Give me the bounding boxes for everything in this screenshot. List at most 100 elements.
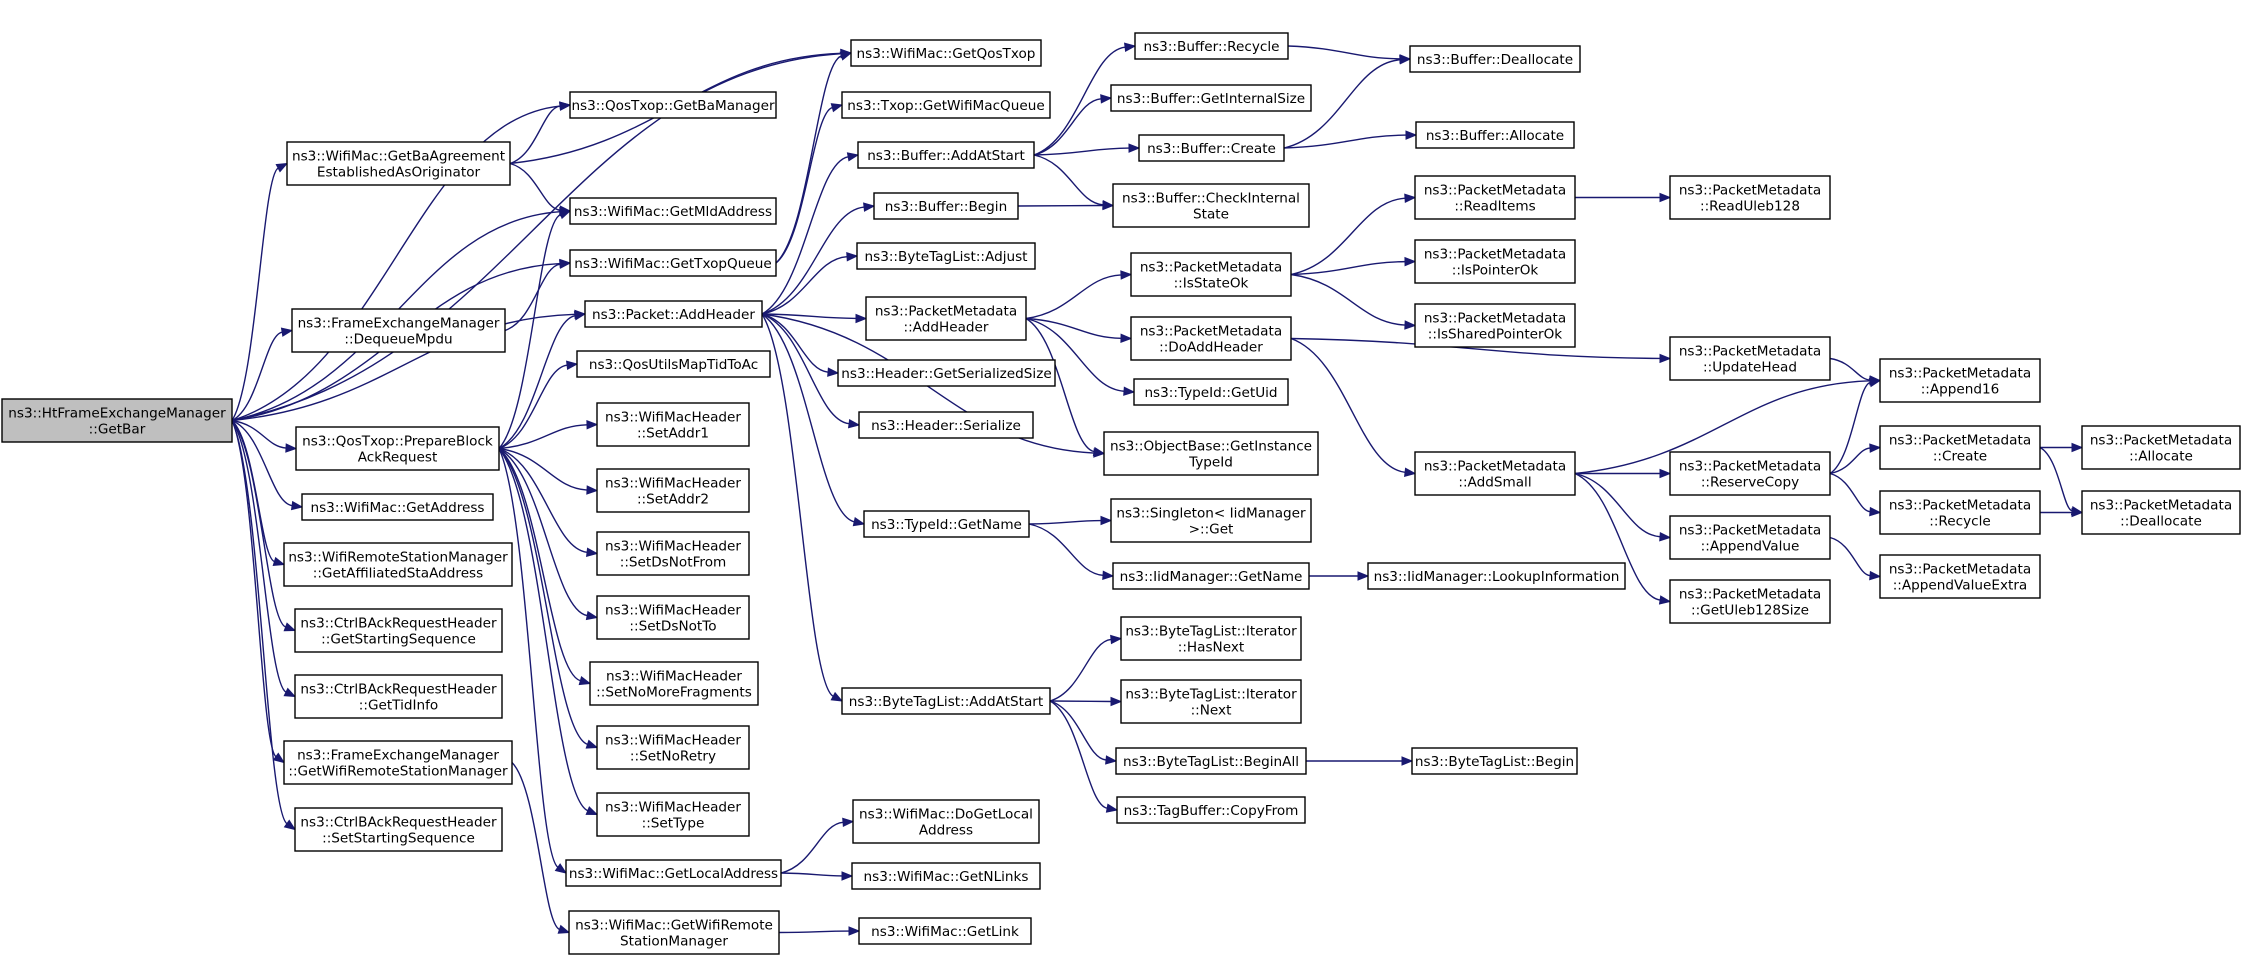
node-pmaddheader[interactable]: ns3::PacketMetadata::AddHeader (865, 296, 1027, 341)
arrowhead-icon (558, 210, 572, 220)
edge-line (498, 448, 588, 745)
node-addheader[interactable]: ns3::Packet::AddHeader (584, 300, 763, 328)
node-label: ns3::Buffer::Deallocate (1417, 52, 1573, 68)
node-box (1415, 121, 1575, 149)
node-setaddr2[interactable]: ns3::WifiMacHeader::SetAddr2 (596, 468, 750, 513)
node-label: ns3::ByteTagList::Begin (1415, 754, 1574, 770)
node-getqostxop[interactable]: ns3::WifiMac::GetQosTxop (850, 39, 1042, 67)
edge-btladdatstart-to-btlhasnext (1049, 634, 1123, 702)
edge-getlocaladdress-to-getnlinks (780, 871, 854, 881)
node-iidgetname[interactable]: ns3::IidManager::GetName (1112, 562, 1310, 590)
node-gettxopqueue[interactable]: ns3::WifiMac::GetTxopQueue (569, 249, 777, 277)
node-pmallocate[interactable]: ns3::PacketMetadata::Allocate (2081, 425, 2241, 470)
node-getbamanager[interactable]: ns3::QosTxop::GetBaManager (569, 91, 777, 119)
node-label: ns3::QosUtilsMapTidToAc (589, 357, 758, 373)
node-pmappendvalextra[interactable]: ns3::PacketMetadata::AppendValueExtra (1879, 554, 2041, 599)
node-getstartingseq[interactable]: ns3::CtrlBAckRequestHeader::GetStartingS… (294, 608, 503, 653)
edge-line (498, 448, 589, 812)
node-label: ns3::ByteTagList::BeginAll (1123, 754, 1299, 770)
node-btlnext[interactable]: ns3::ByteTagList::Iterator::Next (1120, 679, 1302, 724)
node-label: ns3::WifiMac::GetLocalAddress (569, 866, 778, 882)
node-getwifirsm[interactable]: ns3::FrameExchangeManager::GetWifiRemote… (283, 740, 513, 785)
node-setnoretry[interactable]: ns3::WifiMacHeader::SetNoRetry (596, 725, 750, 770)
node-typeidgetname[interactable]: ns3::TypeId::GetName (863, 510, 1030, 538)
node-pmdeallocate[interactable]: ns3::PacketMetadata::Deallocate (2081, 490, 2241, 535)
edge-bufcreate-to-bufdeallocate (1283, 55, 1412, 149)
node-bufbegin[interactable]: ns3::Buffer::Begin (873, 192, 1019, 220)
node-pmreservecopy[interactable]: ns3::PacketMetadata::ReserveCopy (1669, 451, 1831, 496)
node-btlbeginall[interactable]: ns3::ByteTagList::BeginAll (1115, 747, 1307, 775)
node-btladdatstart[interactable]: ns3::ByteTagList::AddAtStart (841, 687, 1051, 715)
node-pmrecycle[interactable]: ns3::PacketMetadata::Recycle (1879, 490, 2041, 535)
node-bufrecycle[interactable]: ns3::Buffer::Recycle (1134, 32, 1289, 60)
node-getnlinks[interactable]: ns3::WifiMac::GetNLinks (851, 862, 1041, 890)
node-getaffiliated[interactable]: ns3::WifiRemoteStationManager::GetAffili… (283, 542, 513, 587)
edge-addheader-to-typeidgetname (761, 313, 866, 527)
node-tagbufcopy[interactable]: ns3::TagBuffer::CopyFrom (1116, 796, 1306, 824)
node-label: Address (919, 823, 973, 839)
node-label: ns3::WifiMacHeader (605, 733, 741, 749)
node-pmissharedptr[interactable]: ns3::PacketMetadata::IsSharedPointerOk (1414, 303, 1576, 348)
node-pmappend16[interactable]: ns3::PacketMetadata::Append16 (1879, 358, 2041, 403)
node-gettidinfo[interactable]: ns3::CtrlBAckRequestHeader::GetTidInfo (294, 674, 503, 719)
node-setstartingseq[interactable]: ns3::CtrlBAckRequestHeader::SetStartingS… (294, 807, 503, 852)
node-label: ::SetStartingSequence (322, 831, 475, 847)
edge-line (1049, 700, 1107, 761)
node-box (294, 608, 503, 653)
node-pmisstateok[interactable]: ns3::PacketMetadata::IsStateOk (1130, 252, 1292, 297)
node-singleton[interactable]: ns3::Singleton< IidManager>::Get (1110, 498, 1312, 543)
node-bufcreate[interactable]: ns3::Buffer::Create (1138, 134, 1285, 162)
edge-prepareblock-to-setnomorefrag (498, 447, 592, 686)
node-bufdeallocate[interactable]: ns3::Buffer::Deallocate (1409, 45, 1581, 73)
edge-root-to-gettidinfo (231, 420, 297, 698)
node-pmappendvalue[interactable]: ns3::PacketMetadata::AppendValue (1669, 515, 1831, 560)
node-bufaddatstart[interactable]: ns3::Buffer::AddAtStart (857, 141, 1035, 169)
node-getwifimacqueue[interactable]: ns3::Txop::GetWifiMacQueue (841, 91, 1051, 119)
edge-typeidgetname-to-singleton (1028, 515, 1113, 526)
arrowhead-icon (554, 863, 568, 874)
node-setaddr1[interactable]: ns3::WifiMacHeader::SetAddr1 (596, 402, 750, 447)
node-label: ns3::Buffer::GetInternalSize (1117, 91, 1305, 107)
node-getlink[interactable]: ns3::WifiMac::GetLink (858, 917, 1032, 945)
node-pmispointerok[interactable]: ns3::PacketMetadata::IsPointerOk (1414, 239, 1576, 284)
node-pmupdatehead[interactable]: ns3::PacketMetadata::UpdateHead (1669, 336, 1831, 381)
edge-bufaddatstart-to-bufcreate (1033, 143, 1141, 156)
node-setdsnotfrom[interactable]: ns3::WifiMacHeader::SetDsNotFrom (596, 531, 750, 576)
node-getaddress[interactable]: ns3::WifiMac::GetAddress (301, 493, 494, 521)
node-getmldaddress[interactable]: ns3::WifiMac::GetMldAddress (569, 197, 777, 225)
node-bufgetinternalsize[interactable]: ns3::Buffer::GetInternalSize (1110, 84, 1312, 112)
node-hdrserialize[interactable]: ns3::Header::Serialize (858, 411, 1034, 439)
node-label: ns3::PacketMetadata (875, 304, 1017, 320)
node-pmdoaddheader[interactable]: ns3::PacketMetadata::DoAddHeader (1130, 316, 1292, 361)
node-label: ns3::Buffer::Allocate (1426, 128, 1564, 144)
node-btlhasnext[interactable]: ns3::ByteTagList::Iterator::HasNext (1120, 616, 1302, 661)
node-pmgetuleb[interactable]: ns3::PacketMetadata::GetUleb128Size (1669, 579, 1831, 624)
node-iidlookup[interactable]: ns3::IidManager::LookupInformation (1367, 562, 1626, 590)
node-btlbegin[interactable]: ns3::ByteTagList::Begin (1411, 747, 1578, 775)
node-pmreaduleb[interactable]: ns3::PacketMetadata::ReadUleb128 (1669, 175, 1831, 220)
node-typeidgetuid[interactable]: ns3::TypeId::GetUid (1133, 378, 1289, 406)
arrowhead-icon (1404, 467, 1417, 477)
node-qosutils[interactable]: ns3::QosUtilsMapTidToAc (576, 350, 771, 378)
edge-line (1290, 337, 1406, 473)
node-pmreaditems[interactable]: ns3::PacketMetadata::ReadItems (1414, 175, 1576, 220)
node-bufallocate[interactable]: ns3::Buffer::Allocate (1415, 121, 1575, 149)
node-pmaddsmall[interactable]: ns3::PacketMetadata::AddSmall (1414, 451, 1576, 496)
node-hdrgetsersize[interactable]: ns3::Header::GetSerializedSize (837, 359, 1056, 387)
node-dequeuempdu[interactable]: ns3::FrameExchangeManager::DequeueMpdu (291, 308, 506, 353)
node-btladjust[interactable]: ns3::ByteTagList::Adjust (856, 242, 1036, 270)
node-setdsnotto[interactable]: ns3::WifiMacHeader::SetDsNotTo (596, 595, 750, 640)
node-pmcreate[interactable]: ns3::PacketMetadata::Create (1879, 425, 2041, 470)
node-getwifiremotesm[interactable]: ns3::WifiMac::GetWifiRemoteStationManage… (568, 910, 780, 955)
edge-line (1829, 357, 1871, 381)
node-getbaagreement[interactable]: ns3::WifiMac::GetBaAgreementEstablishedA… (286, 141, 511, 186)
node-label: ns3::QosTxop::PrepareBlock (302, 434, 493, 450)
node-settype[interactable]: ns3::WifiMacHeader::SetType (596, 792, 750, 837)
node-setnomorefrag[interactable]: ns3::WifiMacHeader::SetNoMoreFragments (589, 661, 759, 706)
edge-line (1025, 317, 1125, 392)
node-getlocaladdress[interactable]: ns3::WifiMac::GetLocalAddress (565, 859, 782, 887)
